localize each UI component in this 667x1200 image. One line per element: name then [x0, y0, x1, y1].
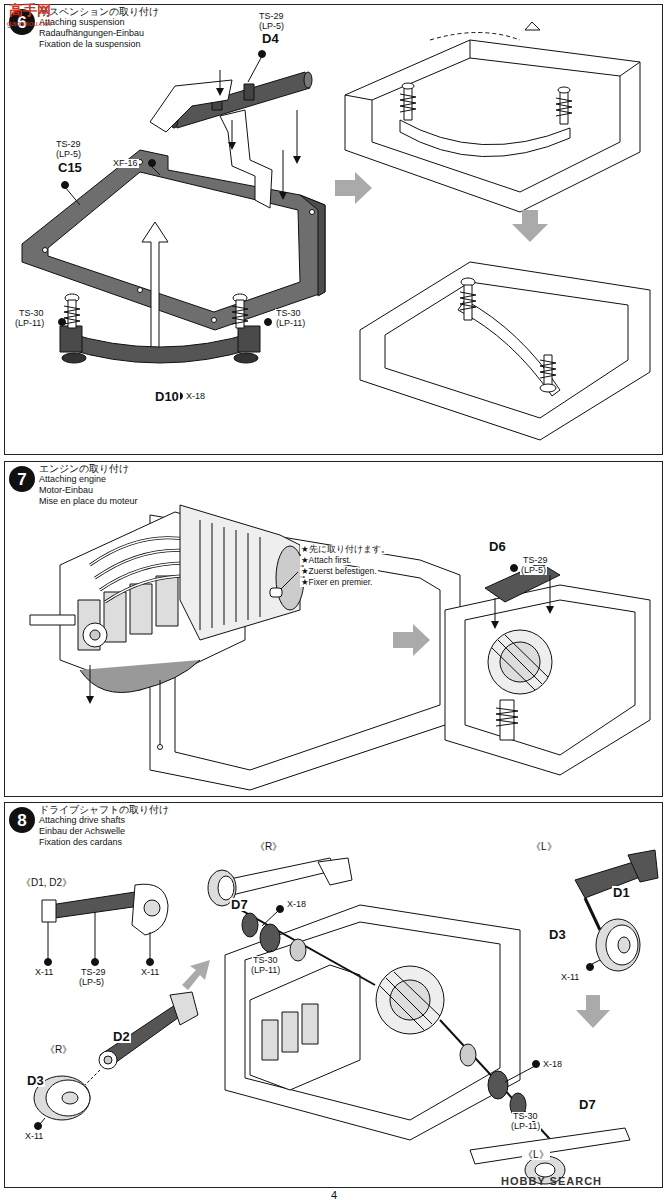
paint-code: TS-30	[252, 956, 279, 965]
heading-line: Attaching engine	[39, 474, 138, 485]
side-mark: 《R》	[254, 842, 283, 852]
paint-code: X-18	[542, 1060, 563, 1069]
paint-code: (LP-5)	[55, 150, 82, 159]
step-heading: ドライブシャフトの取り付けAttaching drive shaftsEinba…	[39, 804, 169, 848]
paint-code: TS-29	[80, 968, 107, 977]
paint-code: TS-30	[512, 1112, 539, 1121]
step-heading: エンジンの取り付けAttaching engineMotor-EinbauMis…	[39, 463, 138, 507]
paint-code: TS-29	[55, 140, 82, 149]
part-number: D3	[26, 1074, 45, 1087]
heading-line: Motor-Einbau	[39, 485, 138, 496]
step-panel: ドライブシャフトの取り付けAttaching drive shaftsEinba…	[4, 802, 663, 1188]
heading-line: Mise en place du moteur	[39, 496, 138, 507]
paint-code: (LP-5)	[78, 978, 105, 987]
heading-line: Fixation des cardans	[39, 837, 169, 848]
page-number: 4	[330, 1190, 338, 1200]
heading-line: Fixation de la suspension	[39, 39, 159, 50]
step-number: 7	[9, 466, 35, 492]
paint-code: (LP-11)	[510, 1122, 541, 1131]
part-number: D4	[261, 32, 280, 45]
side-mark: 《D1, D2》	[20, 878, 73, 888]
step-panel: エンジンの取り付けAttaching engineMotor-EinbauMis…	[4, 461, 663, 797]
step-panel: サスペンションの取り付けAttaching suspensionRadaufhä…	[4, 4, 663, 455]
heading-line: Radaufhängungen-Einbau	[39, 28, 159, 39]
paint-code: (LP-5)	[520, 566, 547, 575]
paint-code: TS-30	[18, 309, 45, 318]
side-mark: 《R》	[44, 1045, 73, 1055]
note-text: ★Fixer en premier.	[300, 578, 373, 587]
side-mark: 《L》	[530, 842, 558, 852]
heading-line: ドライブシャフトの取り付け	[39, 804, 169, 815]
paint-code: X-11	[560, 973, 580, 982]
paint-code: X-18	[286, 900, 307, 909]
paint-code: (LP-5)	[258, 22, 285, 31]
part-number: D7	[578, 1098, 597, 1111]
side-mark: 《L》	[522, 1150, 550, 1160]
paint-code: (LP-11)	[14, 319, 45, 328]
heading-line: Attaching drive shafts	[39, 815, 169, 826]
part-number: D3	[548, 928, 567, 941]
heading-line: エンジンの取り付け	[39, 463, 138, 474]
step-number-text: 8	[17, 812, 26, 829]
paint-code: X-11	[140, 968, 160, 977]
paint-code: X-11	[34, 968, 54, 977]
heading-line: サスペンションの取り付け	[39, 6, 159, 17]
watermark: 高手网	[8, 3, 52, 17]
note-text: ★Attach first.	[300, 556, 352, 565]
part-number: D10	[154, 390, 180, 403]
part-number: D2	[112, 1030, 131, 1043]
paint-code: TS-29	[522, 556, 549, 565]
step-heading: サスペンションの取り付けAttaching suspensionRadaufhä…	[39, 6, 159, 50]
watermark: HOBBY SEARCH	[500, 1176, 603, 1187]
paint-code: X-11	[24, 1132, 44, 1141]
step-number: 8	[9, 807, 35, 833]
note-text: ★先に取り付けます。	[300, 545, 391, 554]
heading-line: Attaching suspension	[39, 17, 159, 28]
paint-code: (LP-11)	[250, 966, 281, 975]
part-number: D7	[230, 898, 249, 911]
step-number-text: 7	[17, 471, 26, 488]
note-text: ★Zuerst befestigen.	[300, 567, 378, 576]
paint-code: TS-29	[258, 12, 285, 21]
watermark: gaoshou.net	[6, 20, 52, 28]
heading-line: Einbau der Achswelle	[39, 826, 169, 837]
part-number: D1	[612, 886, 631, 899]
part-number: C15	[57, 161, 83, 174]
paint-code: (LP-11)	[275, 319, 306, 328]
paint-code: TS-30	[275, 309, 302, 318]
paint-code: X-18	[185, 392, 206, 401]
paint-code: XF-16	[112, 159, 139, 168]
part-number: D6	[488, 540, 507, 553]
